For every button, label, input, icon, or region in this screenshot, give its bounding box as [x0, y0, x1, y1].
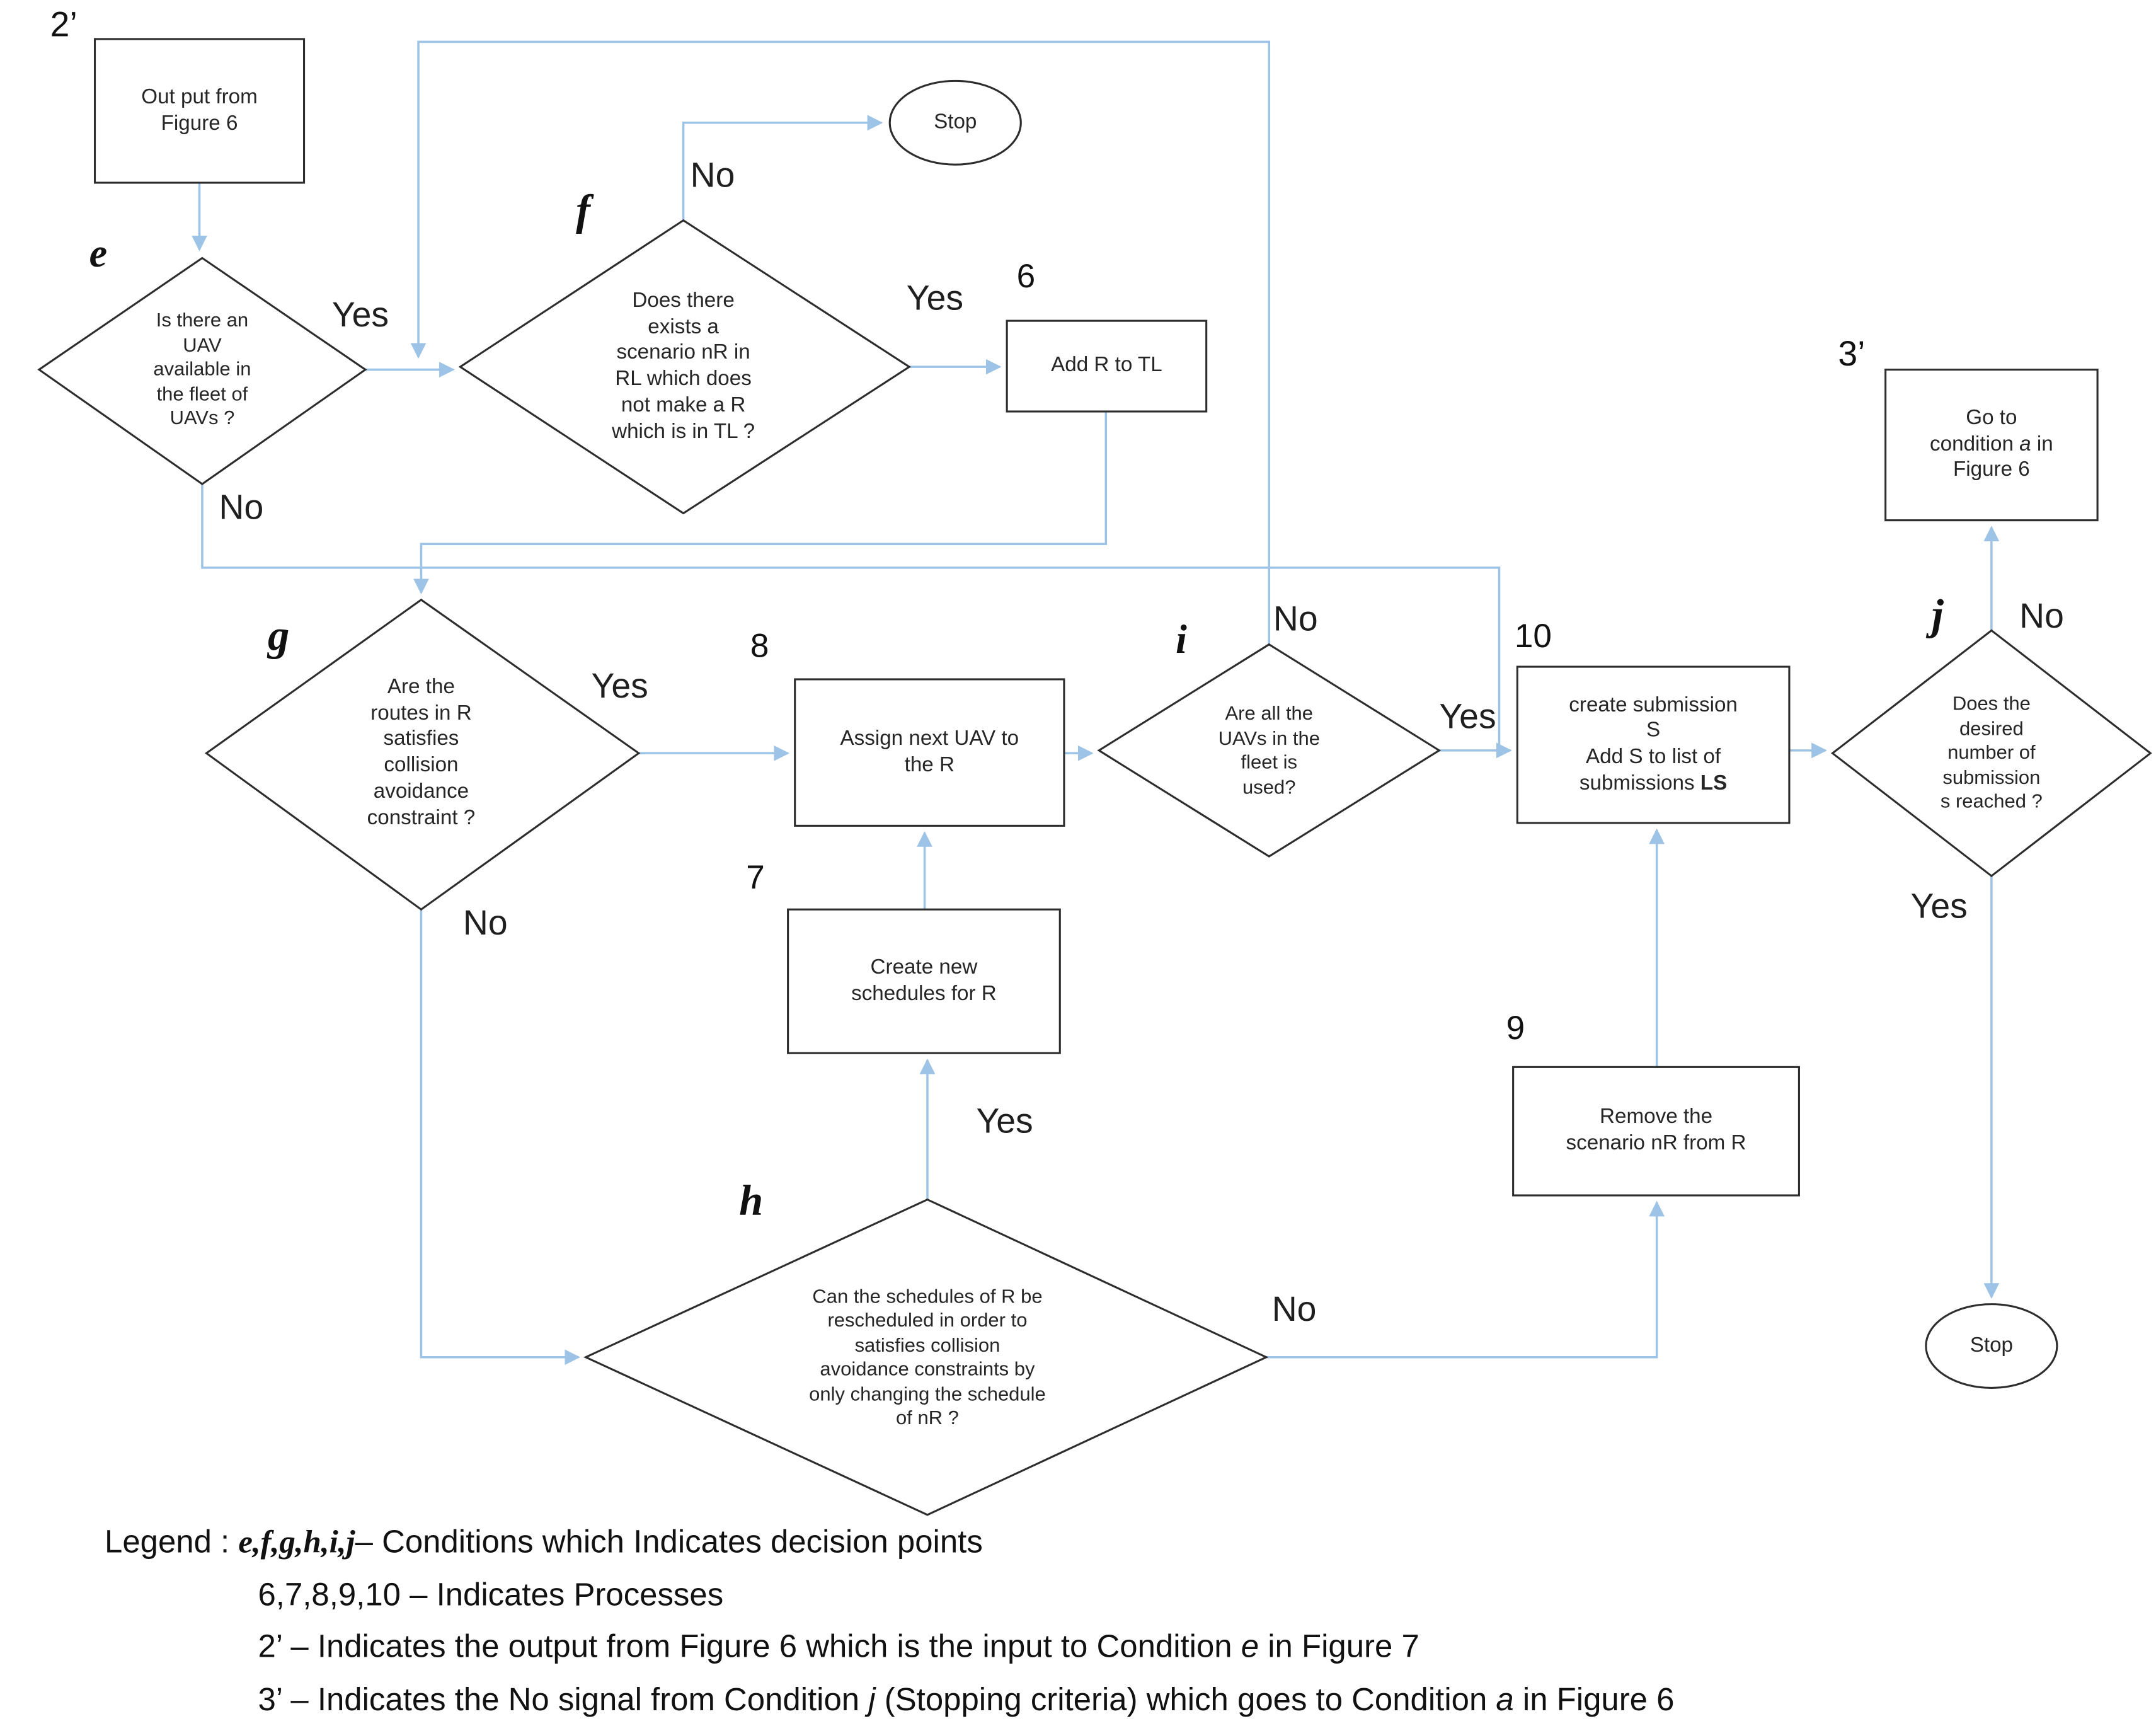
label-h: h — [739, 1175, 764, 1225]
node-h-text: Can the schedules of R be rescheduled in… — [809, 1284, 1046, 1429]
label-8: 8 — [750, 628, 769, 665]
stop-oval-bottom — [1925, 1303, 2058, 1389]
edge-g-no-to-h — [420, 909, 581, 1366]
process-9 — [1512, 1066, 1800, 1197]
label-9: 9 — [1506, 1010, 1525, 1048]
node-p7-text: Create new schedules for R — [851, 955, 997, 1005]
edge-label-e-yes: Yes — [331, 296, 389, 335]
edge-label-j-no: No — [2019, 597, 2064, 636]
node-goto-fig6-text: Go to condition a in Figure 6 — [1930, 405, 2053, 482]
edge-f-no-to-stop — [682, 115, 883, 221]
process-7 — [787, 908, 1061, 1054]
node-i-text: Are all the UAVs in the fleet is used? — [1218, 701, 1320, 798]
process-6 — [1006, 319, 1208, 413]
stop-bottom-text: Stop — [1970, 1333, 2014, 1357]
edge-i-no-loop-to-f — [410, 40, 1271, 645]
node-output-fig6-text: Out put from Figure 6 — [141, 85, 258, 135]
label-i: i — [1175, 618, 1187, 663]
node-p9-text: Remove the scenario nR from R — [1566, 1105, 1746, 1155]
node-g-text: Are the routes in R satisfies collision … — [367, 674, 476, 829]
edge-label-h-no: No — [1271, 1290, 1317, 1330]
label-f: f — [576, 185, 591, 234]
terminator-goto-fig6 — [1884, 369, 2099, 522]
edge-label-f-yes: Yes — [906, 279, 964, 318]
stop-top-text: Stop — [934, 110, 977, 134]
node-e-text: Is there an UAV available in the fleet o… — [153, 308, 251, 429]
terminator-output-fig6 — [93, 38, 306, 184]
edge-h-no-to-p9 — [1266, 1200, 1665, 1359]
process-10 — [1516, 665, 1791, 824]
decision-g — [204, 598, 641, 911]
node-p10-text: create submission S Add S to list of sub… — [1569, 693, 1738, 795]
edge-label-i-no: No — [1273, 599, 1318, 639]
label-2prime: 2’ — [50, 5, 77, 45]
decision-h — [583, 1198, 1269, 1516]
decision-i — [1097, 643, 1442, 858]
edge-label-f-no: No — [690, 156, 735, 195]
decision-e — [37, 256, 367, 485]
label-j: j — [1931, 590, 1944, 639]
edge-label-h-yes: Yes — [976, 1102, 1033, 1141]
label-6: 6 — [1016, 258, 1036, 296]
label-3prime: 3’ — [1838, 335, 1866, 374]
decision-j — [1831, 629, 2152, 878]
edge-label-g-yes: Yes — [591, 667, 648, 706]
node-f-text: Does there exists a scenario nR in RL wh… — [612, 288, 755, 443]
label-e: e — [89, 231, 108, 277]
edge-label-i-yes: Yes — [1439, 697, 1496, 737]
node-j-text: Does the desired number of submission s … — [1940, 692, 2043, 812]
stop-oval-top — [888, 79, 1022, 166]
label-7: 7 — [746, 859, 765, 897]
legend-line-2: 6,7,8,9,10 – Indicates Processes — [258, 1576, 724, 1613]
label-g: g — [267, 611, 290, 660]
edge-label-e-no: No — [219, 488, 264, 527]
legend-line-1: Legend : e,f,g,h,i,j– Conditions which I… — [105, 1523, 983, 1560]
node-p6-text: Add R to TL — [1051, 353, 1162, 377]
legend-line-4: 3’ – Indicates the No signal from Condit… — [258, 1681, 1675, 1717]
edge-e-no-to-p10 — [201, 484, 1501, 749]
process-8 — [794, 678, 1065, 827]
label-10: 10 — [1514, 618, 1552, 656]
legend-line-3: 2’ – Indicates the output from Figure 6 … — [258, 1628, 1419, 1664]
decision-f — [458, 219, 912, 515]
edge-label-g-no: No — [462, 904, 508, 943]
node-p8-text: Assign next UAV to the R — [840, 726, 1019, 776]
edge-label-j-yes: Yes — [1910, 887, 1968, 926]
